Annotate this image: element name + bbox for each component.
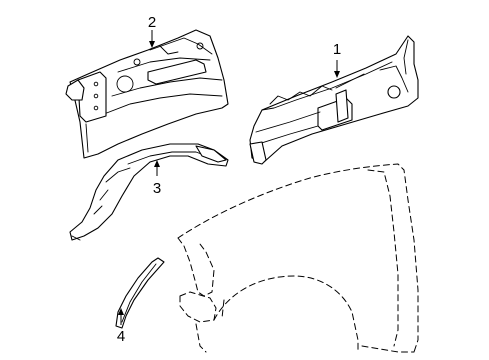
callout-leaders: [118, 30, 340, 325]
callout-3: 3: [153, 180, 161, 197]
callout-4: 4: [117, 328, 125, 345]
callout-2: 2: [148, 14, 156, 31]
part-4-molding: [115, 257, 165, 329]
callout-1: 1: [333, 41, 341, 58]
part-2-apron-upper-left: [65, 29, 229, 159]
part-3-wheelhouse: [69, 143, 229, 241]
part-1-rail-right: [249, 35, 419, 165]
fender-dashed-outline: [177, 163, 419, 353]
